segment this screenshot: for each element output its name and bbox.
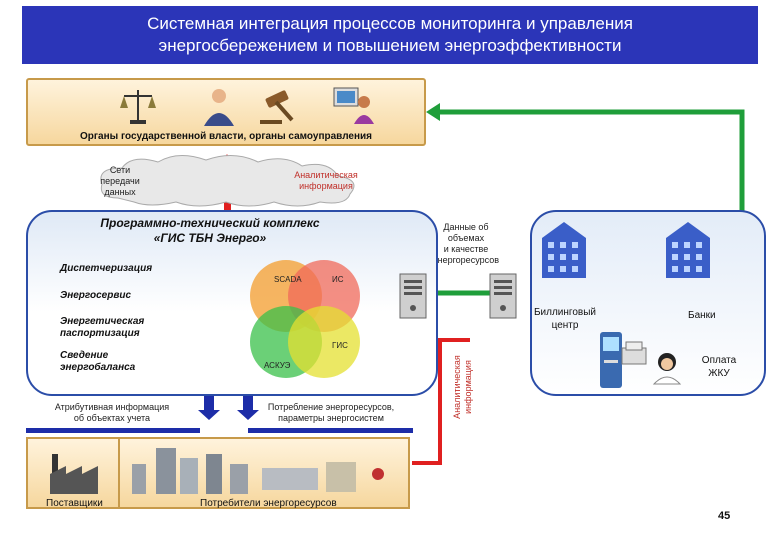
- billing-label-line-2: центр: [551, 320, 579, 331]
- title-line-2: энергосбережением и повышением энергоэфф…: [158, 36, 622, 55]
- ptk-title-line-1: Программно-технический комплекс: [100, 216, 320, 230]
- ptk-item-balance-line-1: Сведение: [60, 350, 109, 361]
- venn-label-askue: АСКУЭ: [264, 361, 291, 370]
- payment-label-line-2: ЖКУ: [708, 368, 730, 379]
- building-icon-billing: [542, 222, 586, 278]
- billing-label-line-1: Биллинговый: [533, 307, 596, 318]
- blue-bar-left: [26, 428, 200, 433]
- network-label-line-1: Сети: [109, 165, 131, 175]
- ptk-item-dispatching-line-1: Диспетчеризация: [60, 263, 153, 274]
- attr-info-line-2: об объектах учета: [73, 413, 151, 423]
- ptk-title-line-2: «ГИС ТБН Энерго»: [153, 231, 267, 245]
- ptk-item-energy-service-line-1: Энергосервис: [60, 290, 132, 301]
- ptk-title: Программно-технический комплекс «ГИС ТБН…: [60, 216, 360, 246]
- ptk-item-balance: Сведение энергобаланса: [60, 350, 135, 374]
- analytic-info-line-2: информация: [299, 181, 353, 191]
- gavel-icon: [260, 90, 294, 124]
- vertical-analytic-line-2: информация: [463, 360, 473, 414]
- ptk-item-balance-line-2: энергобаланса: [60, 362, 136, 373]
- red-vertical-line: [412, 338, 470, 465]
- analytic-info-label: Аналитическая информация: [283, 170, 369, 192]
- consumers-buildings-icon: [132, 448, 384, 494]
- ptk-item-passport-line-1: Энергетическая: [60, 316, 145, 327]
- data-volumes-label: Данные об объемах и качестве энергоресур…: [420, 222, 512, 266]
- venn-label-gis: ГИС: [332, 341, 348, 350]
- payment-label: Оплата ЖКУ: [694, 354, 744, 380]
- operator-icon: [652, 353, 682, 385]
- government-box: Органы государственной власти, органы са…: [26, 78, 426, 146]
- banks-label: Банки: [688, 310, 716, 321]
- suppliers-label: Поставщики: [46, 498, 103, 509]
- computer-user-icon: [333, 87, 374, 124]
- scales-icon: [120, 90, 156, 124]
- consumption-line-1: Потребление энергоресурсов,: [267, 402, 395, 412]
- ptk-box: [26, 210, 438, 396]
- blue-arrow-right: [237, 395, 259, 420]
- venn-diagram: SCADA ИС АСКУЭ ГИС: [250, 260, 360, 378]
- title-line-1: Системная интеграция процессов мониторин…: [147, 14, 633, 33]
- venn-circle-gis: [288, 306, 360, 378]
- data-volumes-line-1: Данные об: [443, 222, 489, 232]
- green-arrow-left: [426, 103, 440, 121]
- government-label: Органы государственной власти, органы са…: [80, 131, 372, 142]
- ptk-item-energy-service: Энергосервис: [60, 290, 131, 302]
- network-label: Сети передачи данных: [90, 165, 150, 198]
- consumers-label: Потребители энергоресурсов: [200, 498, 337, 509]
- official-icon: [204, 89, 234, 126]
- venn-label-is: ИС: [332, 275, 344, 284]
- ptk-item-passport: Энергетическая паспортизация: [60, 316, 144, 340]
- title-bar: Системная интеграция процессов мониторин…: [22, 6, 758, 64]
- building-icon-bank: [666, 222, 710, 278]
- attr-info-line-1: Атрибутивная информация: [54, 402, 170, 412]
- consumption-label: Потребление энергоресурсов, параметры эн…: [246, 402, 416, 424]
- blue-bar-right: [248, 428, 413, 433]
- payment-label-line-1: Оплата: [701, 355, 737, 366]
- cloud-shape: [100, 155, 355, 207]
- factory-icon: [50, 454, 98, 494]
- bottom-divider: [118, 437, 120, 509]
- vertical-analytic-label: Аналитическая информация: [452, 342, 474, 432]
- blue-arrow-left: [198, 395, 220, 420]
- network-label-line-2: передачи: [100, 176, 140, 186]
- payment-terminal-icon: [600, 332, 622, 388]
- network-label-line-3: данных: [104, 187, 136, 197]
- analytic-info-line-1: Аналитическая: [294, 170, 358, 180]
- attr-info-label: Атрибутивная информация об объектах учет…: [32, 402, 192, 424]
- ptk-item-passport-line-2: паспортизация: [60, 328, 140, 339]
- billing-label: Биллинговый центр: [520, 306, 610, 332]
- ptk-item-dispatching: Диспетчеризация: [60, 263, 152, 275]
- data-volumes-line-3: и качестве: [443, 244, 489, 254]
- cash-register-icon: [621, 341, 647, 365]
- vertical-analytic-line-1: Аналитическая: [452, 355, 462, 419]
- venn-label-scada: SCADA: [274, 275, 302, 284]
- server-icon-left: [399, 273, 427, 319]
- server-icon-right: [489, 273, 517, 319]
- consumption-line-2: параметры энергосистем: [278, 413, 384, 423]
- page-number: 45: [718, 510, 731, 522]
- data-volumes-line-4: энергоресурсов: [433, 255, 499, 265]
- data-volumes-line-2: объемах: [447, 233, 485, 243]
- green-loop-line: [430, 109, 745, 212]
